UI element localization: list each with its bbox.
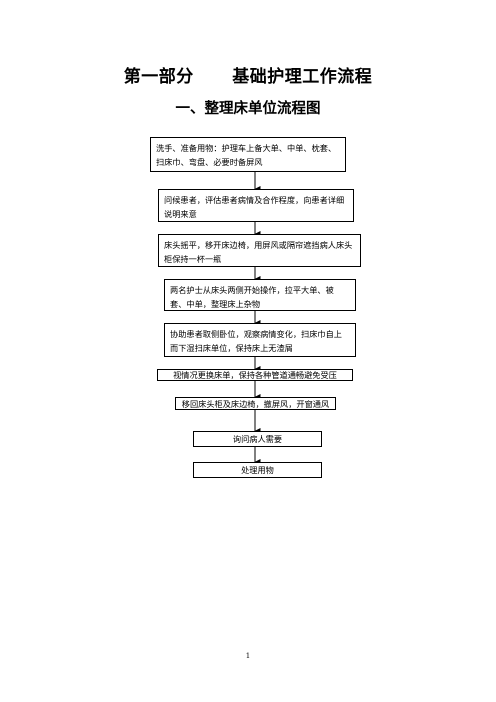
flow-step-change-sheets: 视情况更换床单，保持各种管道通畅避免受压 bbox=[157, 369, 353, 381]
flow-step-position-bed-screen: 床头摇平，移开床边椅，用屏风或隔帘遮挡病人床头柜保持一杯一瓶 bbox=[158, 234, 361, 267]
flow-step-prepare-supplies: 洗手、准备用物：护理车上备大单、中单、枕套、扫床巾、弯盘、必要时备屏风 bbox=[150, 137, 346, 172]
flow-step-greet-assess-patient: 问候患者，评估患者病情及合作程度，向患者详细说明来意 bbox=[158, 189, 354, 222]
flow-step-two-nurses-smooth-sheets: 两名护士从床头两侧开始操作，拉平大单、被套、中单，整理床上杂物 bbox=[164, 279, 356, 311]
flow-step-ask-patient-needs: 询问病人需要 bbox=[193, 431, 322, 447]
page-title: 第一部分 基础护理工作流程 bbox=[123, 67, 373, 87]
section-title: 一、整理床单位流程图 bbox=[175, 101, 321, 117]
flow-step-dispose-supplies: 处理用物 bbox=[193, 462, 322, 478]
page-number: 1 bbox=[245, 652, 251, 660]
flow-step-restore-furniture-ventilate: 移回床头柜及床边椅，撤屏风，开窗通风 bbox=[175, 397, 336, 410]
flow-step-side-lying-sweep-bed: 协助患者取侧卧位，观察病情变化，扫床巾自上而下湿扫床单位，保持床上无渣屑 bbox=[164, 323, 356, 357]
